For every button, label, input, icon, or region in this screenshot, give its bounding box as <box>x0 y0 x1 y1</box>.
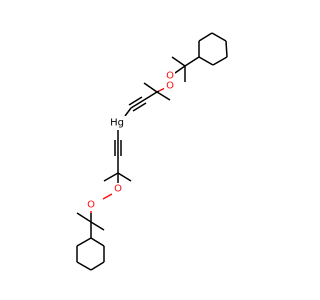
bond-methyl <box>171 56 186 67</box>
lower-cyclohexyl-ring <box>76 237 105 271</box>
lower-ring-bond <box>76 261 92 271</box>
bond-methyl <box>143 82 158 93</box>
bond-methyl <box>90 221 105 231</box>
bond-quaternary-to-oxygen <box>174 65 186 74</box>
bond-methyl <box>156 91 171 101</box>
lower-ring-bond <box>90 237 105 247</box>
oxygen-atom: O <box>112 183 123 195</box>
oxygen-atom: O <box>164 70 175 82</box>
upper-tert-carbon-b <box>143 82 171 101</box>
mercury-atom: Hg <box>109 116 126 129</box>
upper-alkyne <box>124 96 147 117</box>
oxygen-label: O <box>166 71 174 82</box>
molecule-canvas: O O Hg O O <box>76 32 228 271</box>
bond-methyl <box>103 172 119 182</box>
lower-tert-carbon-b <box>103 172 132 183</box>
upper-cyclohexyl-ring <box>198 32 228 66</box>
upper-tert-carbon-a <box>171 56 200 82</box>
lower-tert-carbon-a <box>76 212 105 238</box>
lower-ring-bond <box>90 261 105 271</box>
bond-alkyne-to-mercury <box>124 107 132 117</box>
bond-methyl <box>76 212 92 223</box>
upper-ring-bond <box>198 56 214 66</box>
upper-ring-bond <box>212 56 228 66</box>
oxygen-label: O <box>87 200 95 211</box>
oxygen-atom: O <box>164 80 175 92</box>
triple-bond-line <box>130 99 145 109</box>
molecule-structure: O O Hg O O <box>76 32 228 271</box>
mercury-label: Hg <box>110 118 124 129</box>
oxygen-atom: O <box>85 199 96 211</box>
bond-to-alkyne <box>143 91 158 101</box>
oxygen-label: O <box>166 81 174 92</box>
triple-bond-line <box>128 96 143 106</box>
upper-ring-bond <box>225 40 228 58</box>
upper-ring-bond <box>198 32 213 42</box>
lower-alkyne <box>114 130 122 173</box>
upper-ring-bond <box>211 32 227 42</box>
bond-methyl <box>117 172 132 182</box>
oxygen-label: O <box>114 184 122 195</box>
bond-peroxide <box>102 193 113 200</box>
lower-ring-bond <box>76 237 92 247</box>
triple-bond-line <box>132 102 147 112</box>
bond-ring-to-quaternary <box>184 56 200 67</box>
